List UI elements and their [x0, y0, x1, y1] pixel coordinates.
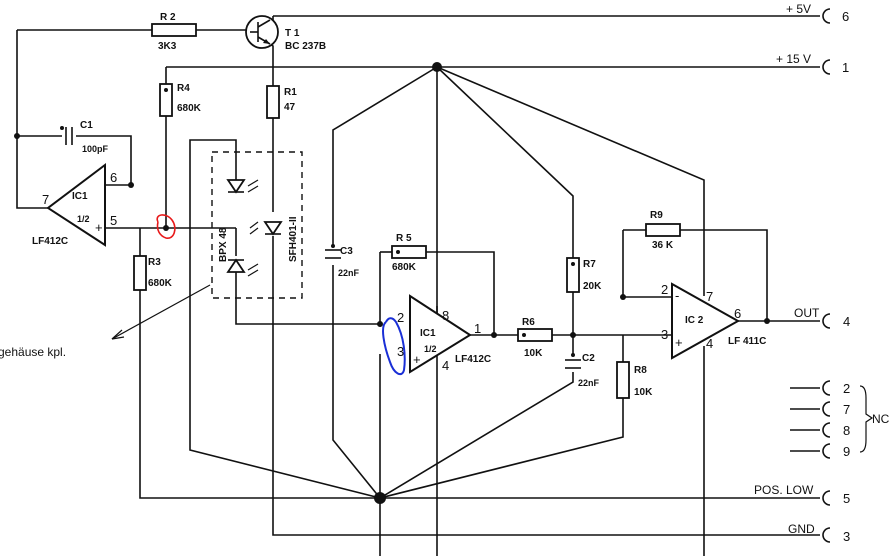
ic1a-pin-minus: 6 — [110, 170, 117, 185]
optocoupler: BPX 48 SFH401-II — [211, 151, 303, 299]
ic2-pin-vplus: 7 — [706, 289, 713, 304]
red-circle-markup — [156, 214, 176, 239]
c2-value: 22nF — [578, 378, 600, 388]
ic2-plus: + — [675, 335, 683, 350]
resistor-r1: R1 47 — [266, 85, 297, 119]
ic2-name: IC 2 — [685, 315, 704, 326]
t1-value: BC 237B — [285, 41, 326, 52]
opamp-ic1b: IC1 1/2 + 2 3 8 4 1 LF412C — [397, 294, 491, 374]
bpx-label: BPX 48 — [218, 227, 229, 262]
r4-value: 680K — [177, 103, 202, 114]
c3-value: 22nF — [338, 268, 360, 278]
r8-name: R8 — [634, 365, 647, 376]
ic1a-pin-plus: 5 — [110, 213, 117, 228]
r2-name: R 2 — [160, 12, 176, 23]
resistor-r4: R4 680K — [159, 83, 202, 117]
net-out-pin: 4 — [843, 314, 850, 329]
r3-name: R3 — [148, 257, 161, 268]
ic2-pin-plus: 3 — [661, 327, 668, 342]
hand-markups — [156, 214, 406, 376]
opamp-ic2: IC 2 - + 2 3 7 4 6 LF 411C — [661, 282, 766, 360]
r3-value: 680K — [148, 278, 173, 289]
net-gnd-label: GND — [788, 522, 815, 536]
r7-name: R7 — [583, 259, 596, 270]
ic1b-pin-minus: 2 — [397, 310, 404, 325]
c1-name: C1 — [80, 120, 93, 131]
net-out-label: OUT — [794, 306, 820, 320]
net-gnd-pin: 3 — [843, 529, 850, 544]
net-15v-pin: 1 — [842, 60, 849, 75]
r5-name: R 5 — [396, 233, 412, 244]
r1-value: 47 — [284, 102, 296, 113]
ic2-pin-out: 6 — [734, 306, 741, 321]
ic1b-pin-vplus: 8 — [442, 308, 449, 323]
connector-terminals — [822, 8, 874, 543]
blue-outline-markup — [382, 317, 406, 376]
capacitor-c2: C2 22nF — [565, 353, 600, 388]
resistor-r8: R8 10K — [616, 361, 653, 399]
t1-name: T 1 — [285, 28, 300, 39]
ic2-pin-minus: 2 — [661, 282, 668, 297]
housing-annotation: gehäuse kpl. — [0, 345, 66, 359]
r9-value: 36 K — [652, 240, 674, 251]
net-15v-label: + 15 V — [776, 52, 811, 66]
r2-value: 3K3 — [158, 41, 177, 52]
nc-pin-1: 2 — [843, 381, 850, 396]
ic1a-pin-out: 7 — [42, 192, 49, 207]
sfh-label: SFH401-II — [288, 216, 299, 262]
r4-name: R4 — [177, 83, 190, 94]
ic2-type: LF 411C — [728, 336, 766, 347]
net-poslow-label: POS. LOW — [754, 483, 814, 497]
resistor-r6: R6 10K — [517, 317, 553, 359]
net-poslow-pin: 5 — [843, 491, 850, 506]
net-labels: + 5V 6 + 15 V 1 OUT 4 2 7 8 9 NC POS. LO… — [754, 2, 890, 544]
resistor-r5: R 5 680K — [391, 233, 427, 273]
r7-value: 20K — [583, 281, 602, 292]
c2-name: C2 — [582, 353, 595, 364]
ic1b-plus: + — [413, 352, 421, 367]
wires — [16, 15, 820, 556]
transistor-t1: T 1 BC 237B — [245, 15, 326, 52]
net-5v-label: + 5V — [786, 2, 811, 16]
ic1b-type: LF412C — [455, 354, 491, 365]
net-nc-label: NC — [872, 412, 890, 426]
ic1b-pin-vminus: 4 — [442, 358, 449, 373]
ic1a-half: 1/2 — [77, 214, 90, 224]
resistor-r3: R3 680K — [133, 255, 173, 291]
resistor-r7: R7 20K — [566, 257, 602, 293]
nc-pin-3: 8 — [843, 423, 850, 438]
ic2-pin-vminus: 4 — [706, 336, 713, 351]
r1-name: R1 — [284, 87, 297, 98]
capacitor-c3: C3 22nF — [325, 244, 360, 278]
r5-value: 680K — [392, 262, 417, 273]
c1-value: 100pF — [82, 144, 109, 154]
net-5v-pin: 6 — [842, 9, 849, 24]
ic1a-plus: + — [95, 220, 103, 235]
junction-dots — [14, 62, 770, 504]
ic1b-pin-out: 1 — [474, 321, 481, 336]
opamp-ic1a: IC1 1/2 + 7 6 5 LF412C — [32, 162, 117, 247]
ic2-minus: - — [675, 288, 679, 303]
ic1b-name: IC1 — [420, 328, 436, 339]
r6-name: R6 — [522, 317, 535, 328]
r8-value: 10K — [634, 387, 653, 398]
ic1b-half: 1/2 — [424, 344, 437, 354]
r9-name: R9 — [650, 210, 663, 221]
resistor-r2: R 2 3K3 — [151, 12, 197, 52]
r6-value: 10K — [524, 348, 543, 359]
nc-pin-4: 9 — [843, 444, 850, 459]
resistor-r9: R9 36 K — [645, 210, 681, 251]
capacitor-c1: C1 100pF — [60, 120, 109, 154]
ic1a-type: LF412C — [32, 236, 68, 247]
ic1b-pin-plus: 3 — [397, 344, 404, 359]
ic1a-name: IC1 — [72, 191, 88, 202]
nc-pin-2: 7 — [843, 402, 850, 417]
c3-name: C3 — [340, 246, 353, 257]
